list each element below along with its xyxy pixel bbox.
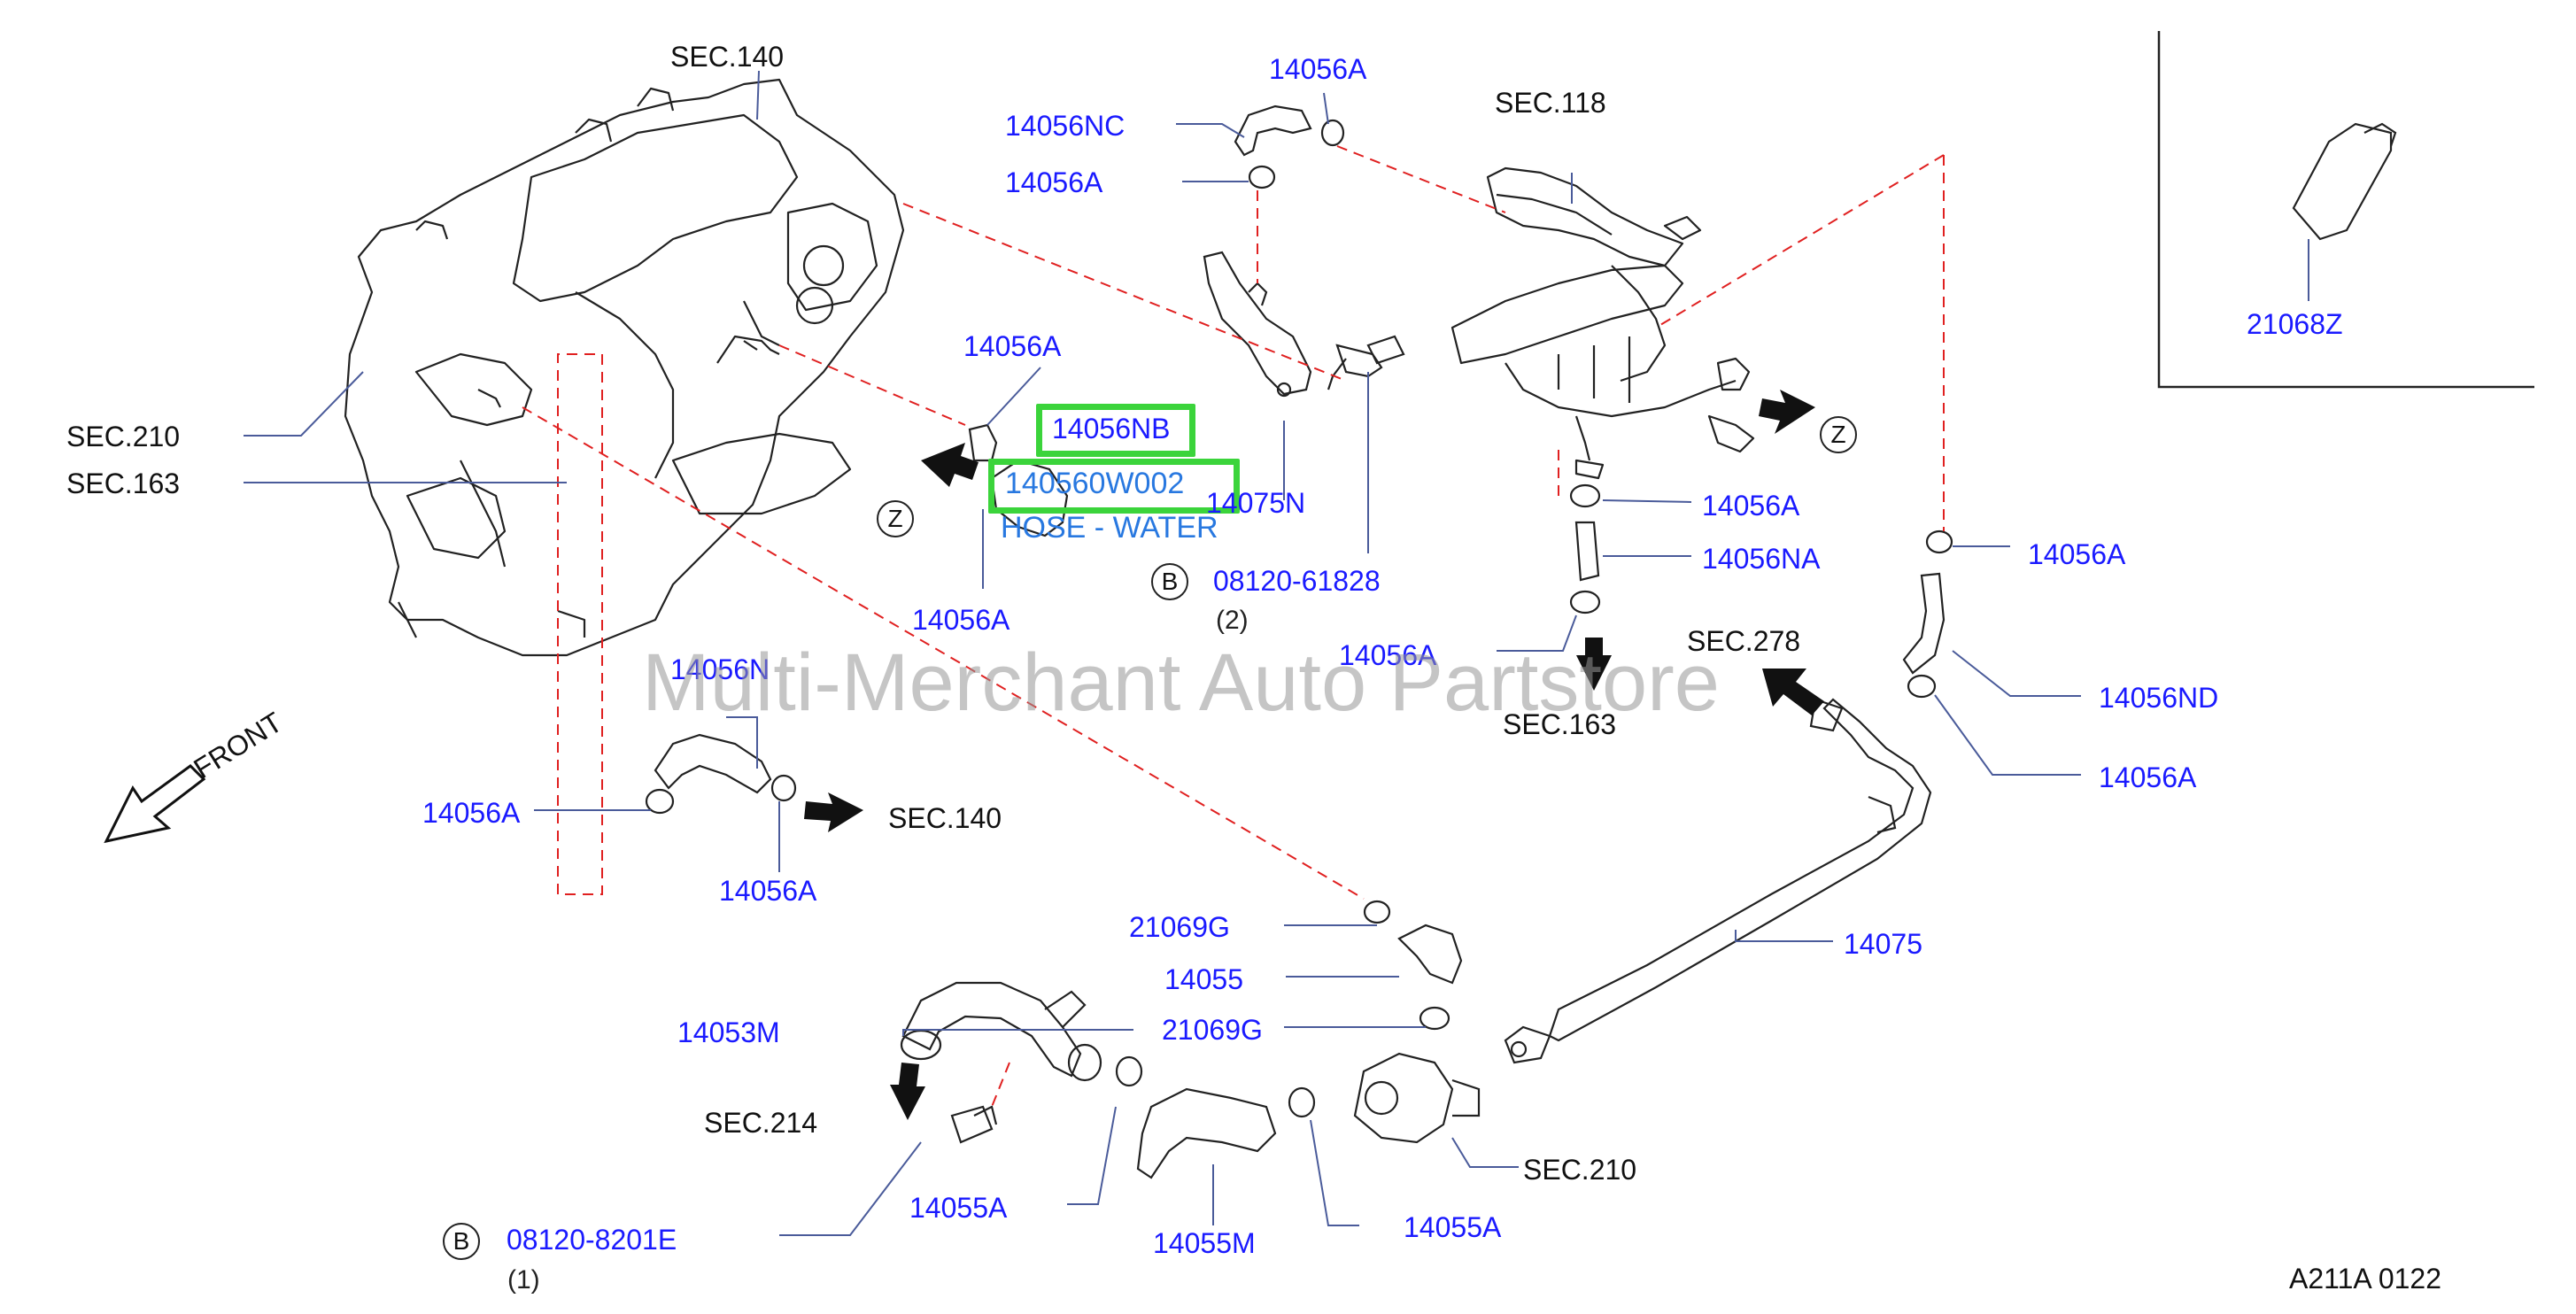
front-arrow-icon: [104, 764, 206, 844]
label-sec140-top[interactable]: SEC.140: [670, 41, 785, 73]
water-outlet: [1450, 166, 1755, 480]
arrow-sec214: [890, 1063, 925, 1120]
label-14075[interactable]: 14075: [1844, 928, 1922, 960]
arrow-sec140-mid: [804, 792, 863, 832]
label-sec118[interactable]: SEC.118: [1495, 87, 1606, 119]
label-21069g-1[interactable]: 21069G: [1129, 911, 1230, 943]
label-bolt-08120-61828[interactable]: 08120-61828: [1213, 565, 1381, 597]
arrow-z-left: [921, 443, 979, 487]
label-14056a-3[interactable]: 14056A: [963, 330, 1062, 362]
bolt-marker-b-bottom: B: [443, 1223, 480, 1260]
label-14056a-right1[interactable]: 14056A: [2028, 538, 2126, 570]
label-sec210-left[interactable]: SEC.210: [66, 421, 181, 452]
label-selected-part-description: HOSE - WATER: [1001, 511, 1218, 545]
highlight-14056nb: [1036, 404, 1195, 457]
label-sec163-left[interactable]: SEC.163: [66, 468, 181, 499]
inset-frame: [2157, 31, 2534, 389]
label-sec278[interactable]: SEC.278: [1687, 625, 1801, 657]
label-14055m[interactable]: 14055M: [1153, 1227, 1256, 1259]
label-14055a-2[interactable]: 14055A: [1404, 1211, 1502, 1243]
label-14056a-6[interactable]: 14056A: [1339, 639, 1437, 671]
z-marker-right: Z: [1820, 416, 1857, 453]
bypass-pipe-14075n: [1203, 251, 1383, 398]
label-qty-2: (2): [1216, 606, 1249, 635]
arrow-sec278: [1762, 669, 1824, 715]
label-14056a-5[interactable]: 14056A: [1702, 490, 1800, 522]
arrow-z-right: [1759, 390, 1815, 434]
highlight-selected-part: [988, 459, 1240, 514]
label-21069g-2[interactable]: 21069G: [1162, 1014, 1263, 1046]
label-14056nd[interactable]: 14056ND: [2099, 682, 2219, 714]
watermark: Multi-Merchant Auto Partstore: [642, 638, 1720, 728]
label-sec163-mid[interactable]: SEC.163: [1503, 708, 1617, 740]
label-14055[interactable]: 14055: [1164, 963, 1243, 995]
label-14056a-right2[interactable]: 14056A: [2099, 761, 2197, 793]
label-14056a-left1[interactable]: 14056A: [422, 797, 521, 829]
diagram-code: A211A 0122: [2289, 1263, 2442, 1295]
bolt-marker-b-top: B: [1151, 563, 1188, 600]
engine-outline: [344, 78, 905, 657]
label-sec214[interactable]: SEC.214: [704, 1107, 818, 1139]
label-14056a-4[interactable]: 14056A: [912, 604, 1010, 636]
label-14056a-top[interactable]: 14056A: [1269, 53, 1367, 85]
leader-lines: [244, 70, 2309, 1236]
label-14053m[interactable]: 14053M: [677, 1016, 780, 1048]
label-14056n[interactable]: 14056N: [670, 653, 770, 685]
arrow-sec163-mid: [1576, 638, 1612, 691]
water-pipe-14075: [1504, 698, 1932, 1064]
direction-arrows: [804, 390, 1824, 1120]
label-14056nc[interactable]: 14056NC: [1005, 110, 1126, 142]
label-sec210-bottom[interactable]: SEC.210: [1523, 1154, 1637, 1186]
label-14075n[interactable]: 14075N: [1206, 487, 1306, 519]
label-14055a-1[interactable]: 14055A: [909, 1192, 1008, 1224]
label-14056a-left2[interactable]: 14056A: [719, 875, 817, 907]
label-14056a-2[interactable]: 14056A: [1005, 166, 1103, 198]
label-qty-1: (1): [507, 1265, 540, 1295]
label-sec140-mid[interactable]: SEC.140: [888, 802, 1002, 834]
label-14056nb[interactable]: 14056NB: [1052, 413, 1171, 444]
label-selected-part-number[interactable]: 140560W002: [1005, 467, 1185, 500]
label-bolt-08120-8201e[interactable]: 08120-8201E: [507, 1224, 677, 1256]
label-14056na[interactable]: 14056NA: [1702, 543, 1821, 575]
label-21068z[interactable]: 21068Z: [2247, 308, 2343, 340]
hoses: [645, 104, 2397, 1179]
dashed-leaders: [522, 145, 1945, 1108]
z-marker-left: Z: [877, 500, 914, 537]
